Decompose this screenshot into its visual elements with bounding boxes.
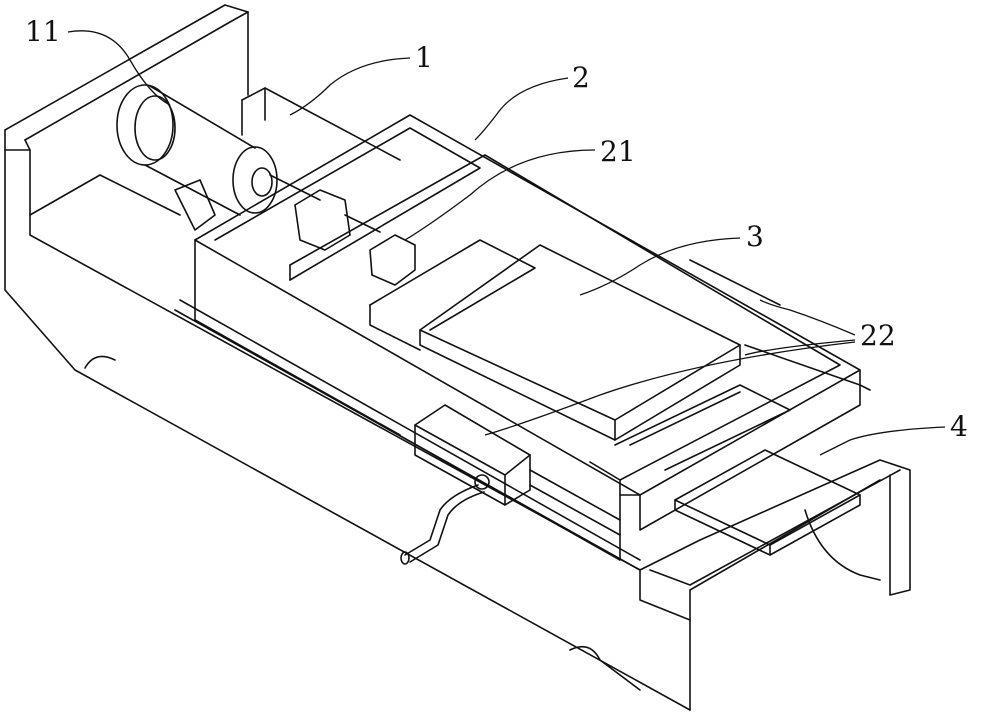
base-frame bbox=[4, 4, 911, 711]
label-3: 3 bbox=[746, 220, 764, 253]
rail-block bbox=[241, 87, 401, 161]
plate bbox=[419, 244, 741, 441]
slider-crank bbox=[400, 404, 621, 565]
motor bbox=[116, 84, 321, 231]
label-1: 1 bbox=[415, 41, 433, 74]
label-22: 22 bbox=[860, 319, 896, 352]
box bbox=[194, 114, 861, 561]
leader-lines bbox=[67, 30, 946, 456]
label-4: 4 bbox=[950, 410, 968, 443]
tray bbox=[674, 449, 861, 556]
label-11: 11 bbox=[25, 15, 61, 48]
slide-frame bbox=[369, 239, 871, 471]
label-21: 21 bbox=[600, 135, 636, 168]
label-2: 2 bbox=[572, 61, 590, 94]
